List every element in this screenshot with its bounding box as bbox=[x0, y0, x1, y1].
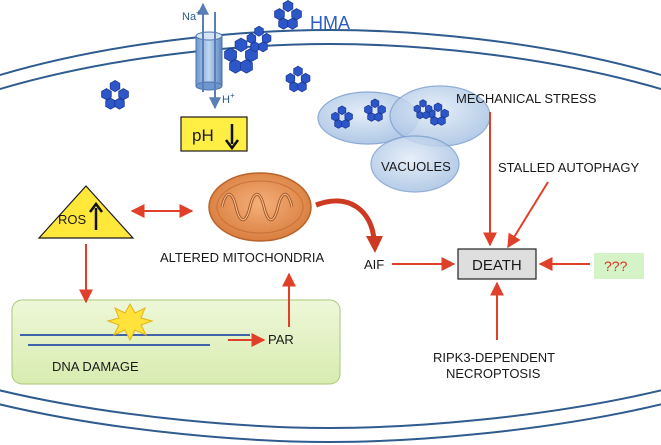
stalled-autophagy-label: STALLED AUTOPHAGY bbox=[498, 160, 639, 175]
top-membrane bbox=[0, 28, 661, 91]
death-box: DEATH bbox=[457, 248, 537, 280]
necroptosis-label-line2: NECROPTOSIS bbox=[446, 366, 541, 381]
h-label: H+ bbox=[222, 91, 235, 106]
ph-box: pH bbox=[180, 116, 248, 152]
hma-molecule bbox=[364, 98, 386, 122]
ion-channel bbox=[195, 31, 223, 91]
ph-label: pH bbox=[192, 126, 214, 145]
hma-molecules bbox=[101, 0, 311, 110]
dna-damage-box bbox=[11, 299, 341, 385]
ros-label: ROS bbox=[58, 212, 87, 227]
dna-break-burst bbox=[106, 302, 154, 342]
aif-label: AIF bbox=[364, 257, 384, 272]
altered-mitochondria-label: ALTERED MITOCHONDRIA bbox=[160, 250, 325, 265]
unknown-box: ??? bbox=[594, 253, 644, 279]
hma-molecule bbox=[274, 0, 302, 30]
aif-release-arrow bbox=[315, 198, 377, 241]
ros-triangle: ROS bbox=[37, 185, 135, 239]
vacuoles-label: VACUOLES bbox=[381, 159, 451, 174]
mitochondrion bbox=[208, 172, 312, 242]
vacuole-molecules bbox=[331, 98, 449, 129]
dna-damage-label: DNA DAMAGE bbox=[52, 359, 139, 374]
hma-molecule bbox=[246, 25, 272, 53]
mechanical-stress-label: MECHANICAL STRESS bbox=[456, 91, 597, 106]
hma-label: HMA bbox=[310, 13, 350, 33]
necroptosis-label-line1: RIPK3-DEPENDENT bbox=[433, 350, 555, 365]
par-label: PAR bbox=[268, 332, 294, 347]
death-label: DEATH bbox=[472, 257, 522, 274]
stalled-autophagy-death-arrow bbox=[507, 181, 549, 249]
hma-molecule bbox=[101, 80, 129, 110]
unknown-label: ??? bbox=[604, 258, 628, 274]
hma-molecule bbox=[413, 99, 433, 120]
bottom-membrane bbox=[0, 389, 661, 444]
hma-molecule bbox=[331, 105, 353, 129]
hma-molecule bbox=[285, 65, 311, 93]
na-label: Na+ bbox=[182, 8, 201, 23]
